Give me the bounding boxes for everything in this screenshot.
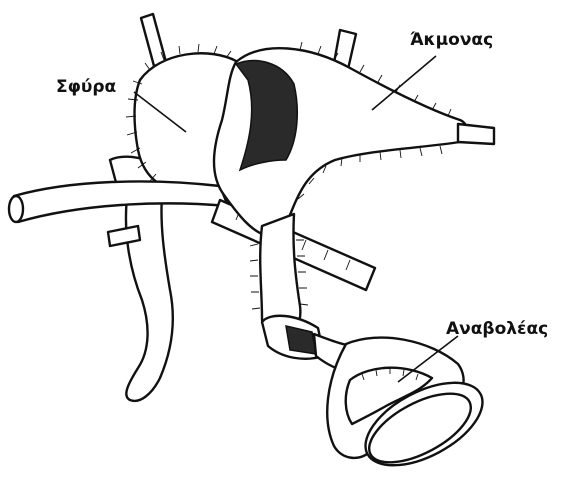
malleus-superior-process [141, 14, 166, 66]
stapes-label: Αναβολέας [446, 319, 548, 339]
rods [9, 181, 375, 290]
malleus-label: Σφύρα [56, 77, 116, 97]
anterior-ligament-rod [14, 181, 228, 222]
rod-end [9, 196, 23, 222]
incus [214, 30, 494, 336]
malleus-handle [126, 190, 173, 401]
incus-short-process-tip [458, 124, 494, 144]
incus-label: Άκμονας [410, 30, 493, 50]
stapes [262, 316, 496, 483]
